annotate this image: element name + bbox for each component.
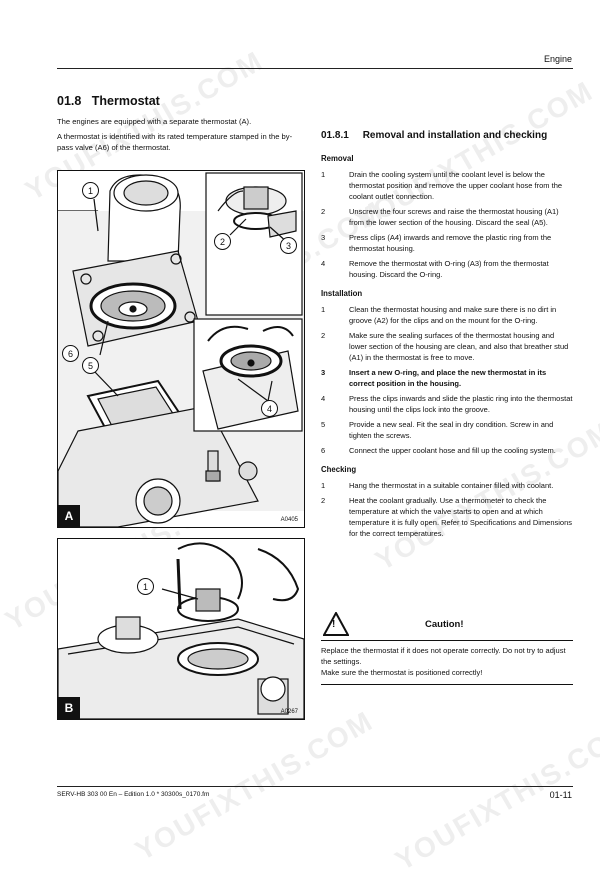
figure-label-b: B: [58, 697, 80, 719]
callout-6: 6: [62, 345, 79, 362]
callout-1: 1: [82, 182, 99, 199]
callout-4: 4: [261, 400, 278, 417]
installation-heading: Installation: [321, 289, 363, 298]
page-number: 01-11: [549, 790, 572, 800]
figure-code-b: A0267: [280, 709, 298, 715]
header-rule: [57, 68, 573, 69]
caution-line: Make sure the thermostat is positioned c…: [321, 668, 483, 677]
callout-1: 1: [137, 578, 154, 595]
thermostat-installation-illustration: [58, 542, 304, 719]
callout-5: 5: [82, 357, 99, 374]
warning-triangle-icon: [323, 612, 349, 636]
thermostat-illustration: [58, 172, 304, 527]
callout-3: 3: [280, 237, 297, 254]
warning-symbol: !: [332, 619, 336, 630]
figure-a: 1 2 3 6 5 4 A A0405: [57, 170, 305, 528]
intro-paragraph: The engines are equipped with a separate…: [57, 117, 252, 126]
caution-box: ! Caution! Replace the thermostat if it …: [321, 610, 573, 685]
figure-b: 1 B A0267: [57, 538, 305, 720]
intro-text: The engines are equipped with a separate…: [57, 116, 305, 157]
caution-line: Replace the thermostat if it does not op…: [321, 646, 566, 666]
caution-title: Caution!: [425, 619, 464, 630]
section-title: 01.8 Thermostat: [57, 94, 160, 108]
intro-paragraph: A thermostat is identified with its rate…: [57, 132, 293, 152]
footer-rule: [57, 786, 573, 787]
doc-reference: SERV-HB 303 00 En – Edition 1.0 * 30300s…: [57, 791, 210, 798]
running-header: Engine: [543, 54, 572, 64]
caution-header: ! Caution!: [321, 610, 573, 641]
figure-label-a: A: [58, 505, 80, 527]
subsection-title: 01.8.1 Removal and installation and chec…: [321, 130, 548, 141]
callout-2: 2: [214, 233, 231, 250]
checking-heading: Checking: [321, 465, 357, 474]
removal-heading: Removal: [321, 154, 354, 163]
caution-text: Replace the thermostat if it does not op…: [321, 641, 573, 685]
figure-code-a: A0405: [280, 517, 298, 523]
